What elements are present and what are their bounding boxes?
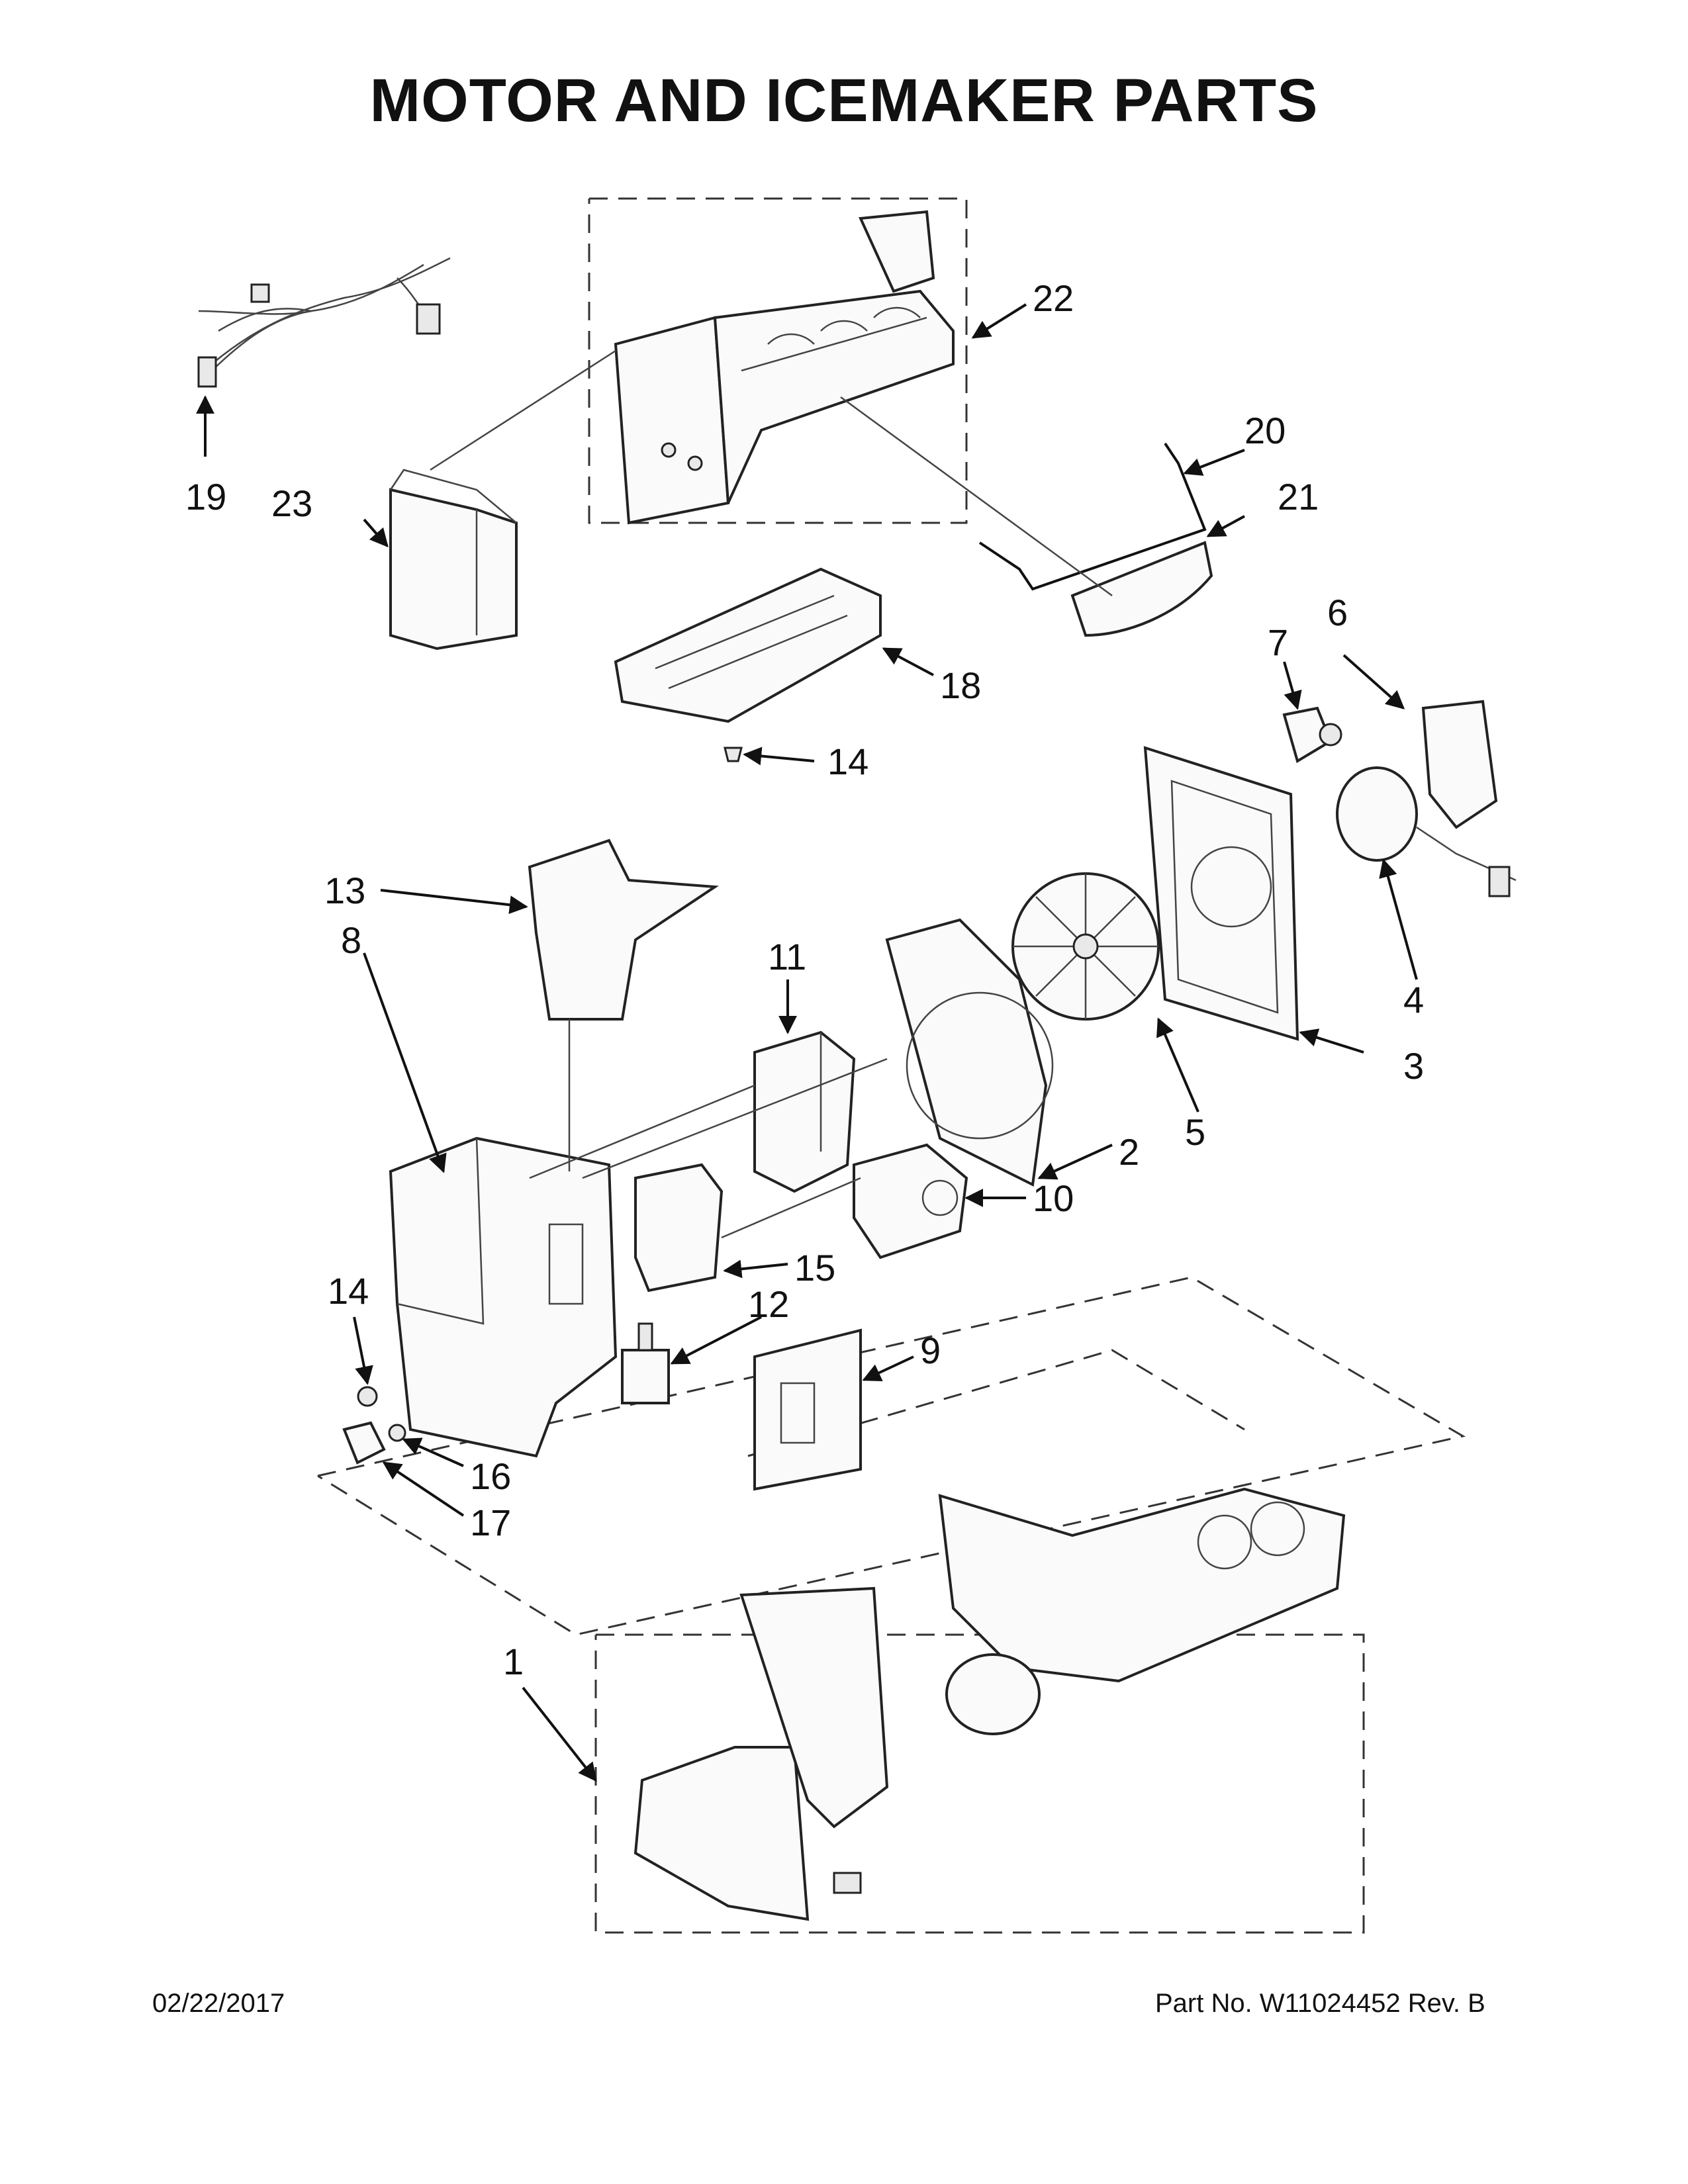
dispenser-housing-part <box>389 1136 618 1458</box>
retaining-clip-part <box>342 1421 386 1465</box>
icemaker-cover-part <box>389 469 518 651</box>
callout-19: 19 <box>185 476 226 518</box>
callout-labels: 19 23 22 20 21 18 14 6 7 4 3 5 2 10 11 1… <box>185 277 1424 1682</box>
washer-part <box>388 1424 406 1442</box>
callout-14-top: 14 <box>827 741 868 782</box>
motor-mount-bracket-part <box>1421 700 1498 829</box>
callout-18: 18 <box>940 664 981 706</box>
shutoff-arm-bracket-part <box>1070 541 1213 637</box>
callout-13: 13 <box>324 870 365 911</box>
icemaker-mold-tray-part <box>614 567 882 723</box>
fan-motor-part <box>1336 766 1517 897</box>
callout-6: 6 <box>1327 592 1348 633</box>
leader-lines <box>196 303 1418 1782</box>
callout-3: 3 <box>1403 1045 1424 1087</box>
callout-1: 1 <box>503 1641 524 1682</box>
callout-20: 20 <box>1244 410 1286 451</box>
solenoid-bracket-part <box>634 1163 724 1293</box>
callout-17: 17 <box>470 1502 511 1543</box>
solenoid-part <box>621 1322 670 1404</box>
ice-container-part <box>633 1487 1346 1921</box>
icemaker-assembly-part <box>614 210 955 525</box>
fan-blade-part <box>1011 872 1160 1021</box>
callout-16: 16 <box>470 1455 511 1497</box>
callout-5: 5 <box>1185 1111 1205 1153</box>
icemaker-group-box <box>588 197 968 524</box>
cover-plate-part <box>753 1328 862 1491</box>
motor-coupling-part <box>1282 706 1342 764</box>
callout-9: 9 <box>920 1330 941 1371</box>
callout-11: 11 <box>768 936 806 978</box>
callout-15: 15 <box>794 1247 835 1289</box>
base-plane-outline <box>317 1276 1466 1636</box>
switch-housing-part <box>753 1030 856 1193</box>
callout-14-bottom: 14 <box>328 1270 369 1312</box>
callout-10: 10 <box>1033 1177 1074 1219</box>
wire-harness-part <box>197 257 451 388</box>
callout-22: 22 <box>1033 277 1074 319</box>
fan-housing-part <box>1143 746 1299 1041</box>
fan-shroud-part <box>885 918 1054 1187</box>
screw-part-bottom <box>357 1386 378 1407</box>
callout-4: 4 <box>1403 979 1424 1021</box>
part-number: Part No. W11024452 Rev. B <box>1155 1989 1485 2018</box>
ice-chute-part <box>528 839 719 1021</box>
callout-8: 8 <box>341 919 361 961</box>
callout-21: 21 <box>1278 476 1319 518</box>
revision-date: 02/22/2017 <box>152 1989 285 2018</box>
page-title: MOTOR AND ICEMAKER PARTS <box>369 67 1319 134</box>
callout-12: 12 <box>748 1283 789 1325</box>
feeler-arm-part <box>978 442 1207 591</box>
callout-23: 23 <box>271 482 312 524</box>
callout-7: 7 <box>1268 621 1288 663</box>
screw-part-top <box>724 747 743 762</box>
callout-2: 2 <box>1119 1131 1139 1173</box>
door-motor-part <box>853 1143 968 1259</box>
